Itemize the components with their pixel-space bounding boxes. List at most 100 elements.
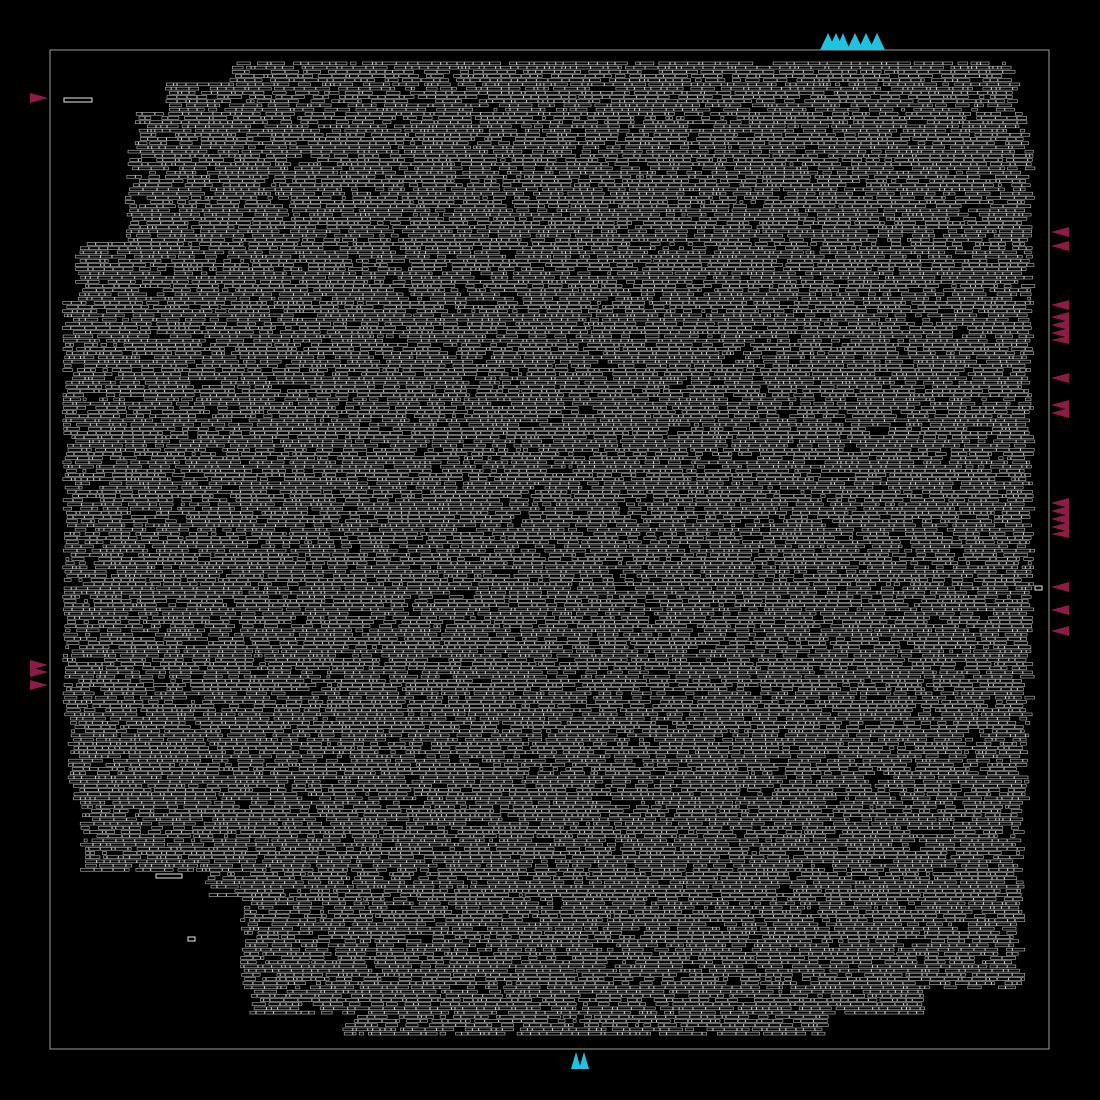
- standard-cell: [535, 251, 542, 254]
- standard-cell: [878, 247, 890, 250]
- standard-cell: [638, 205, 642, 208]
- standard-cell: [665, 100, 677, 103]
- standard-cell: [971, 285, 975, 288]
- standard-cell: [649, 83, 662, 86]
- standard-cell: [135, 121, 139, 124]
- standard-cell: [396, 133, 406, 136]
- standard-cell: [265, 117, 272, 120]
- standard-cell: [793, 142, 804, 145]
- standard-cell: [152, 133, 156, 136]
- standard-cell: [347, 175, 350, 178]
- standard-cell: [943, 150, 955, 153]
- standard-cell: [201, 146, 211, 149]
- standard-cell: [683, 108, 693, 111]
- standard-cell: [147, 196, 155, 199]
- standard-cell: [797, 146, 805, 149]
- standard-cell: [415, 154, 426, 157]
- standard-cell: [542, 180, 554, 183]
- standard-cell: [735, 91, 746, 94]
- standard-cell: [517, 264, 530, 267]
- standard-cell: [485, 150, 488, 153]
- standard-cell: [715, 213, 726, 216]
- standard-cell: [386, 96, 399, 99]
- standard-cell: [388, 163, 400, 166]
- standard-cell: [250, 175, 253, 178]
- standard-cell: [319, 79, 327, 82]
- standard-cell: [704, 205, 716, 208]
- standard-cell: [483, 196, 487, 199]
- standard-cell: [239, 255, 251, 258]
- standard-cell: [429, 138, 433, 141]
- standard-cell: [633, 125, 644, 128]
- standard-cell: [296, 285, 307, 288]
- standard-cell: [576, 159, 588, 162]
- standard-cell: [616, 75, 626, 78]
- standard-cell: [804, 70, 814, 73]
- standard-cell: [210, 87, 217, 90]
- standard-cell: [573, 196, 583, 199]
- standard-cell: [417, 205, 420, 208]
- standard-cell: [606, 184, 614, 187]
- standard-cell: [147, 125, 155, 128]
- standard-cell: [977, 209, 989, 212]
- standard-cell: [190, 100, 197, 103]
- standard-cell: [1013, 188, 1020, 191]
- standard-cell: [935, 91, 938, 94]
- standard-cell: [948, 117, 952, 120]
- standard-cell: [532, 108, 540, 111]
- standard-cell: [962, 226, 972, 229]
- standard-cell: [677, 66, 681, 69]
- standard-cell: [433, 159, 439, 162]
- standard-cell: [608, 62, 615, 65]
- standard-cell: [964, 100, 976, 103]
- standard-cell: [323, 96, 329, 99]
- standard-cell: [756, 75, 759, 78]
- standard-cell: [783, 226, 796, 229]
- standard-cell: [961, 285, 971, 288]
- standard-cell: [556, 154, 562, 157]
- standard-cell: [346, 280, 354, 283]
- standard-cell: [487, 205, 494, 208]
- standard-cell: [733, 154, 744, 157]
- standard-cell: [757, 272, 763, 275]
- standard-cell: [977, 117, 981, 120]
- standard-cell: [119, 247, 127, 250]
- standard-cell: [426, 146, 430, 149]
- standard-cell: [942, 75, 953, 78]
- standard-cell: [87, 297, 91, 300]
- standard-cell: [822, 285, 826, 288]
- standard-cell: [435, 175, 447, 178]
- standard-cell: [945, 188, 952, 191]
- standard-cell: [586, 91, 592, 94]
- standard-cell: [798, 247, 810, 250]
- standard-cell: [434, 163, 442, 166]
- standard-cell: [682, 209, 686, 212]
- standard-cell: [650, 188, 653, 191]
- standard-cell: [163, 121, 171, 124]
- standard-cell: [209, 276, 215, 279]
- standard-cell: [546, 264, 552, 267]
- standard-cell: [509, 112, 515, 115]
- standard-cell: [527, 79, 537, 82]
- standard-cell: [284, 163, 291, 166]
- standard-cell: [878, 226, 882, 229]
- standard-cell: [927, 192, 935, 195]
- standard-cell: [578, 180, 590, 183]
- standard-cell: [564, 100, 568, 103]
- standard-cell: [242, 238, 245, 241]
- standard-cell: [859, 163, 866, 166]
- standard-cell: [969, 209, 977, 212]
- standard-cell: [258, 62, 268, 65]
- standard-cell: [552, 217, 565, 220]
- standard-cell: [907, 209, 910, 212]
- standard-cell: [586, 217, 590, 220]
- standard-cell: [869, 251, 877, 254]
- standard-cell: [785, 91, 798, 94]
- standard-cell: [891, 217, 894, 220]
- standard-cell: [268, 226, 271, 229]
- standard-cell: [354, 238, 357, 241]
- standard-cell: [845, 138, 856, 141]
- standard-cell: [670, 209, 673, 212]
- standard-cell: [255, 108, 262, 111]
